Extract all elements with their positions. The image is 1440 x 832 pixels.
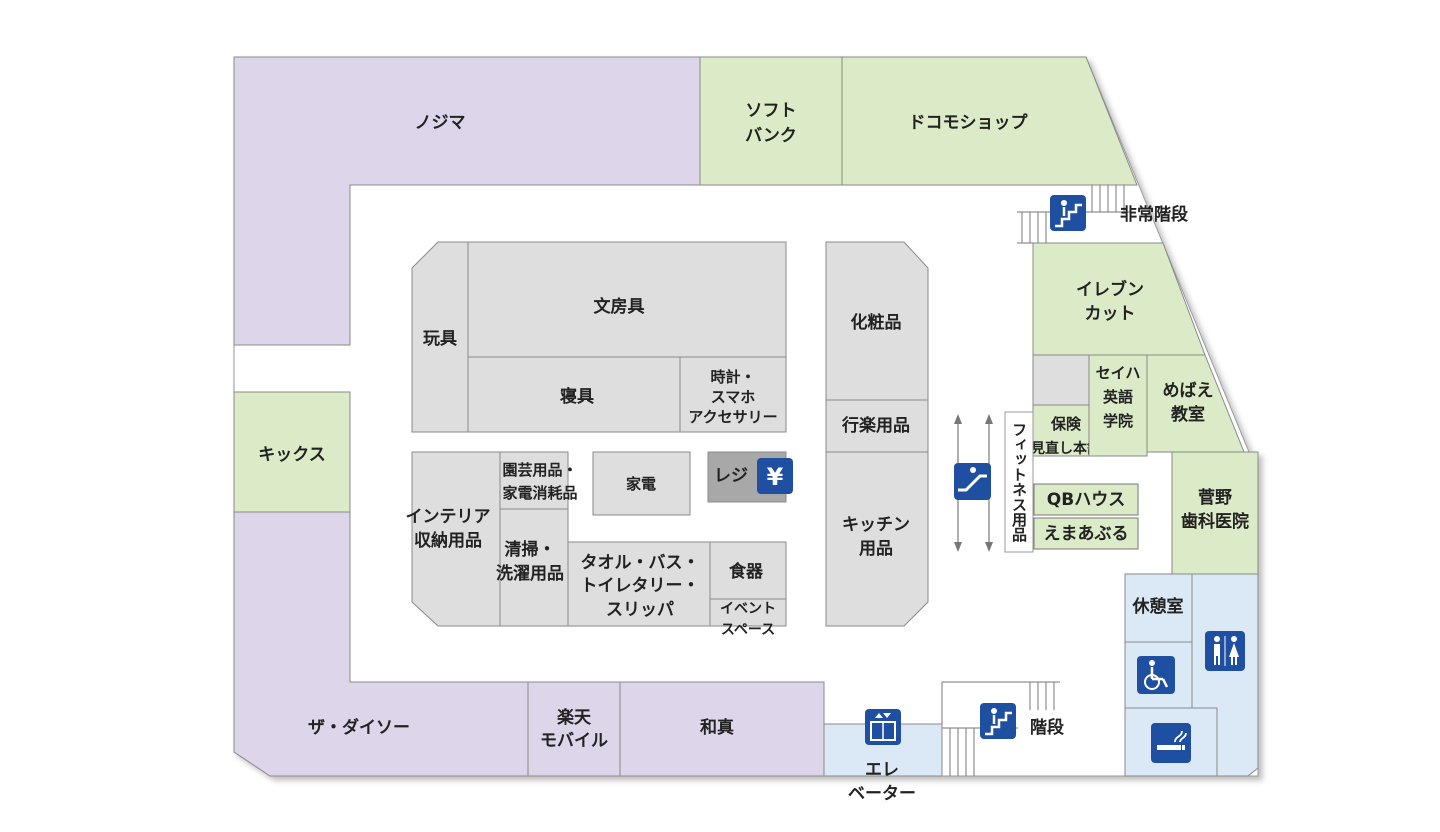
section-cosmetics[interactable]: 化粧品 — [825, 241, 929, 401]
tenant-daiso[interactable]: ザ・ダイソー — [233, 511, 529, 777]
tenant-rakuten-mobile[interactable]: 楽天 モバイル — [527, 681, 621, 777]
tenant-qb-house[interactable]: QBハウス — [1033, 483, 1139, 516]
tenant-qb-label: QBハウス — [1047, 490, 1125, 510]
section-towel-label: タオル・バス・ — [581, 553, 700, 573]
section-bedding-label: 寝具 — [560, 386, 594, 407]
section-leisure[interactable]: 行楽用品 — [825, 399, 929, 453]
section-fitness[interactable]: フィットネス用品 — [1004, 411, 1034, 553]
section-interior-storage[interactable]: インテリア 収納用品 — [406, 451, 501, 627]
section-appliance-label: 家電 — [626, 475, 656, 493]
tenant-nojima-label: ノジマ — [415, 113, 466, 133]
section-event-space[interactable]: イベント スペース — [709, 598, 787, 638]
yen-icon: ¥ — [757, 458, 793, 494]
section-garden-label: 家電消耗品 — [502, 484, 577, 502]
tenant-kicks[interactable]: キックス — [233, 391, 351, 513]
small-gray-room — [1032, 354, 1090, 406]
escalator — [954, 414, 993, 552]
emergency-stairs-label: 非常階段 — [1120, 204, 1188, 225]
restroom[interactable] — [1191, 573, 1259, 777]
section-tableware-label: 食器 — [729, 561, 764, 582]
tenant-eleven-label: イレブン — [1076, 279, 1144, 300]
tenant-sugano-label: 菅野 — [1198, 488, 1232, 508]
wheelchair-icon — [1137, 656, 1175, 694]
stairs-label: 階段 — [1030, 717, 1064, 738]
section-interior-label: 収納用品 — [414, 530, 482, 551]
tenant-sugano-label: 歯科医院 — [1181, 511, 1249, 532]
accessible-toilet[interactable] — [1124, 641, 1193, 709]
rest-room-label: 休憩室 — [1132, 596, 1184, 617]
section-event-label: スペース — [721, 622, 775, 638]
section-toys[interactable]: 玩具 — [411, 241, 469, 433]
tenant-sugano-dental[interactable]: 菅野 歯科医院 — [1171, 451, 1259, 575]
tenant-seiha-label: 英語 — [1103, 388, 1133, 406]
tenant-daiso-label: ザ・ダイソー — [308, 717, 410, 738]
section-towel-bath[interactable]: タオル・バス・ トイレタリー・ スリッパ — [567, 541, 711, 627]
tenant-washin-label: 和真 — [700, 717, 734, 738]
tenant-eleven-cut[interactable]: イレブン カット — [1032, 242, 1206, 356]
section-watch-label: アクセサリー — [688, 408, 777, 426]
tenant-softbank-label: ソフト — [746, 101, 797, 121]
register[interactable]: レジ ¥ — [707, 451, 793, 503]
tenant-emaaburu-label: えまあぶる — [1044, 524, 1129, 544]
section-interior-label: インテリア — [406, 507, 491, 527]
tenant-hoken-minaoshi[interactable]: 保険 見直し本舗 — [1030, 404, 1101, 457]
section-leisure-label: 行楽用品 — [841, 415, 910, 436]
stairs-icon — [1050, 195, 1086, 231]
emergency-stairs[interactable]: 非常階段 — [1017, 185, 1188, 244]
tenant-softbank[interactable]: ソフト バンク — [699, 56, 843, 186]
section-stationery-label: 文房具 — [594, 296, 645, 317]
tenant-emaaburu[interactable]: えまあぶる — [1033, 517, 1139, 550]
section-cleaning-label: 清掃・ — [505, 539, 556, 560]
svg-text:¥: ¥ — [767, 463, 784, 491]
section-fitness-label: フィットネス用品 — [1010, 422, 1028, 543]
section-toys-label: 玩具 — [423, 329, 457, 349]
section-kitchen-label: 用品 — [859, 539, 893, 559]
elevator[interactable]: エレ ベーター — [823, 709, 943, 804]
section-towel-label: スリッパ — [606, 600, 674, 620]
tenant-docomo-shop[interactable]: ドコモショップ — [841, 56, 1138, 186]
tenant-seiha-label: 学院 — [1103, 412, 1133, 430]
elevator-icon — [865, 709, 901, 745]
tenant-kicks-label: キックス — [258, 445, 326, 465]
tenant-seiha[interactable]: セイハ 英語 学院 — [1088, 354, 1148, 457]
smoking-room[interactable] — [1124, 707, 1218, 777]
section-event-label: イベント — [720, 601, 776, 617]
section-kitchen[interactable]: キッチン 用品 — [825, 451, 929, 627]
tenant-mebae-label: めばえ — [1163, 381, 1214, 401]
tenant-hoken-label: 保険 — [1050, 415, 1082, 433]
register-label: レジ — [714, 466, 748, 486]
tenant-mebae-label: 教室 — [1170, 404, 1205, 425]
section-tableware[interactable]: 食器 — [709, 541, 787, 600]
section-kitchen-label: キッチン — [842, 515, 910, 535]
rest-room[interactable]: 休憩室 — [1124, 573, 1193, 643]
section-stationery[interactable]: 文房具 — [467, 241, 787, 358]
elevator-label: エレ — [865, 760, 899, 780]
section-appliance[interactable]: 家電 — [592, 451, 691, 516]
tenant-docomo-label: ドコモショップ — [909, 112, 1029, 133]
section-watch-accessories[interactable]: 時計・ スマホ アクセサリー — [679, 356, 787, 433]
tenant-eleven-label: カット — [1085, 304, 1136, 324]
section-watch-label: スマホ — [711, 388, 756, 406]
tenant-hoken-label: 見直し本舗 — [1030, 440, 1101, 457]
tenant-softbank-label: バンク — [745, 126, 797, 146]
section-watch-label: 時計・ — [710, 368, 755, 386]
tenant-rakuten-label: モバイル — [540, 731, 608, 751]
tenant-seiha-label: セイハ — [1096, 364, 1141, 382]
tenant-rakuten-label: 楽天 — [557, 707, 592, 728]
tenant-washin[interactable]: 和真 — [619, 681, 825, 777]
section-cleaning-laundry[interactable]: 清掃・ 洗濯用品 — [496, 508, 569, 627]
elevator-label: ベーター — [848, 784, 916, 804]
section-garden-label: 園芸用品・ — [502, 461, 577, 479]
smoking-icon — [1151, 723, 1191, 763]
section-towel-label: トイレタリー・ — [581, 576, 700, 596]
section-cosmetics-label: 化粧品 — [851, 312, 902, 333]
stairs-icon — [980, 703, 1016, 739]
escalator-icon — [954, 463, 991, 500]
section-cleaning-label: 洗濯用品 — [496, 563, 564, 584]
restroom-icon — [1205, 631, 1245, 671]
tenant-mebae[interactable]: めばえ 教室 — [1146, 354, 1245, 453]
section-bedding[interactable]: 寝具 — [467, 356, 681, 433]
section-garden-supplies[interactable]: 園芸用品・ 家電消耗品 — [499, 451, 578, 510]
